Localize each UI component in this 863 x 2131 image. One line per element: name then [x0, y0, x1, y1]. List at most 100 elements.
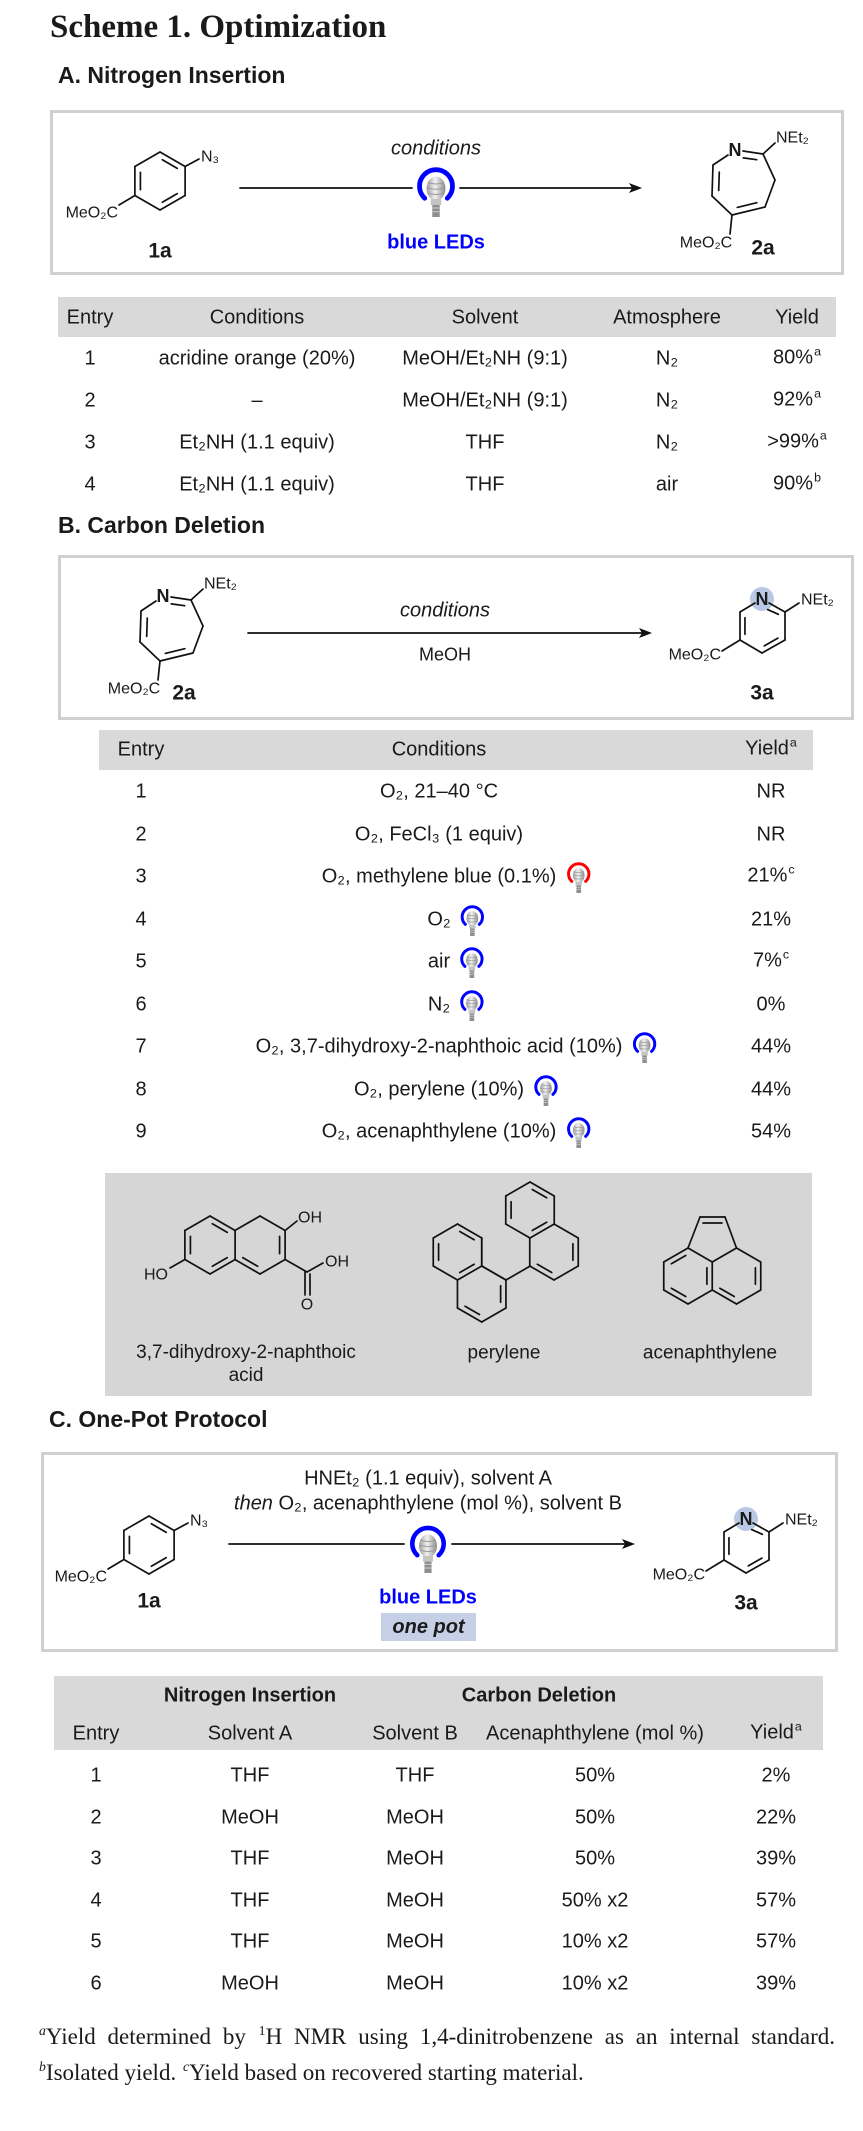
nmr-isotope-sup: 1 — [258, 2023, 266, 2039]
section-c-heading: C. One-Pot Protocol — [49, 1406, 268, 1432]
table-c-cell-acenaphthylene: 50% — [574, 1764, 616, 1787]
table-b-cell-conditions: O₂, perylene (10%) — [354, 1074, 558, 1106]
table-c-cell-yield: 39% — [755, 1972, 797, 1995]
table-c-cell-yield: 57% — [755, 1889, 797, 1912]
table-a-cell-entry: 1 — [84, 347, 96, 370]
then-prefix: then — [234, 1492, 273, 1515]
footnote-b-text: Isolated yield. — [45, 2060, 182, 2085]
table-c-cell-acenaphthylene: 10% x2 — [561, 1972, 629, 1995]
group-header-nitrogen-insertion: Nitrogen Insertion — [163, 1684, 337, 1707]
table-a-cell-solvent: THF — [465, 473, 505, 496]
table-b-cell-conditions: O₂ — [427, 904, 485, 936]
table-c-cell-solvent-b: THF — [395, 1764, 435, 1787]
column-header-solvent-b: Solvent B — [372, 1722, 458, 1745]
table-a-header — [58, 297, 836, 337]
table-a-cell-solvent: MeOH/Et₂NH (9:1) — [402, 389, 568, 412]
scheme-b-box — [58, 555, 854, 720]
table-a-cell-yield: 90%b — [773, 470, 821, 495]
table-b-cell-yield: 21%c — [747, 862, 795, 887]
table-c-cell-yield: 2% — [761, 1764, 791, 1787]
table-c-cell-entry: 3 — [90, 1847, 102, 1870]
scheme-title: Scheme 1. Optimization — [50, 9, 387, 45]
table-a-cell-conditions: – — [251, 389, 263, 412]
table-b-cell-yield: NR — [756, 780, 786, 803]
table-b-cell-yield: 44% — [750, 1078, 792, 1100]
table-c-cell-solvent-b: MeOH — [386, 1930, 444, 1953]
table-b-cell-conditions: O₂, 3,7-dihydroxy-2-naphthoic acid (10%) — [256, 1032, 657, 1063]
blue-led-bulb-icon — [459, 989, 485, 1026]
blue-led-bulb-icon — [631, 1032, 657, 1069]
table-b-cell-yield: NR — [756, 823, 786, 845]
table-c-cell-entry: 4 — [90, 1889, 102, 1912]
table-a-cell-atmosphere: air — [655, 473, 679, 496]
scheme-c-conditions-line1: HNEt₂ (1.1 equiv), solvent A — [304, 1467, 552, 1490]
footnote-a-text: Yield determined by — [45, 2024, 258, 2049]
table-b-header — [99, 730, 813, 770]
catalyst-name-line2: acid — [228, 1365, 264, 1386]
table-c-cell-solvent-b: MeOH — [386, 1806, 444, 1829]
table-b-cell-yield: 54% — [750, 1120, 792, 1143]
table-b-cell-entry: 9 — [135, 1120, 147, 1143]
table-c-cell-entry: 1 — [90, 1764, 102, 1787]
footnote-mark: a — [789, 735, 797, 750]
table-c-cell-solvent-a: THF — [230, 1847, 270, 1870]
table-a-cell-atmosphere: N₂ — [655, 389, 679, 412]
scheme-b-solvent: MeOH — [418, 644, 472, 665]
table-a-cell-entry: 2 — [84, 389, 96, 412]
table-c-cell-yield: 57% — [755, 1930, 797, 1953]
blue-led-bulb-icon — [533, 1074, 559, 1111]
scheme-c-light-label: blue LEDs — [379, 1586, 477, 1609]
table-b-cell-conditions: O₂, acenaphthylene (10%) — [322, 1117, 590, 1148]
table-b-cell-yield: 44% — [750, 1035, 792, 1058]
footnote-mark: b — [814, 470, 821, 485]
footnote-a-mark: a — [39, 2023, 46, 2039]
scheme-a-conditions: conditions — [390, 137, 482, 160]
column-header-entry: Entry — [66, 306, 114, 329]
table-c-cell-solvent-a: THF — [230, 1930, 270, 1953]
table-a-cell-atmosphere: N₂ — [655, 431, 679, 454]
table-a-cell-solvent: THF — [465, 431, 505, 454]
table-c-cell-solvent-b: MeOH — [386, 1847, 444, 1870]
scheme-a-light-label: blue LEDs — [387, 231, 485, 254]
footnote-mark: a — [814, 344, 821, 359]
table-c-cell-solvent-b: MeOH — [386, 1889, 444, 1912]
table-a-cell-entry: 4 — [84, 473, 96, 496]
table-b-cell-entry: 5 — [135, 950, 147, 973]
column-header-yield: Yielda — [745, 735, 797, 760]
table-c-cell-solvent-b: MeOH — [386, 1972, 444, 1995]
footnote-mark: c — [782, 947, 790, 962]
table-c-cell-solvent-a: MeOH — [221, 1806, 279, 1829]
table-b-cell-entry: 2 — [135, 823, 147, 845]
table-c-cell-acenaphthylene: 50% x2 — [561, 1889, 629, 1912]
table-c-cell-solvent-a: MeOH — [221, 1972, 279, 1995]
table-a-cell-yield: 80%a — [773, 344, 821, 369]
red-led-bulb-icon — [565, 862, 591, 899]
blue-led-bulb-icon — [565, 1117, 591, 1154]
scheme-c-conditions-line2: then O₂, acenaphthylene (mol %), solvent… — [234, 1493, 622, 1516]
table-b-cell-conditions: air — [428, 947, 484, 978]
table-c-cell-yield: 39% — [755, 1847, 797, 1870]
table-c-cell-entry: 5 — [90, 1930, 102, 1953]
table-c-cell-acenaphthylene: 10% x2 — [561, 1930, 629, 1953]
table-c-cell-solvent-a: THF — [230, 1764, 270, 1787]
table-c-cell-entry: 2 — [90, 1806, 102, 1829]
footnote-mark: c — [788, 862, 795, 877]
column-header-entry: Entry — [117, 738, 165, 761]
table-a-cell-conditions: Et₂NH (1.1 equiv) — [179, 431, 335, 454]
table-c-cell-yield: 22% — [755, 1806, 797, 1829]
table-a-cell-solvent: MeOH/Et₂NH (9:1) — [402, 347, 568, 370]
section-b-heading: B. Carbon Deletion — [58, 512, 266, 538]
table-b-cell-conditions: O₂, methylene blue (0.1%) — [322, 862, 590, 893]
table-b-cell-yield: 7%c — [752, 947, 790, 972]
column-header-atmosphere: Atmosphere — [613, 306, 721, 329]
column-header-acenaphthylene: Acenaphthylene (mol %) — [486, 1722, 704, 1745]
column-header-conditions: Conditions — [391, 738, 487, 761]
column-header-yield: Yield — [775, 306, 819, 329]
table-a-cell-yield: 92%a — [773, 386, 821, 411]
footnote-c-text: Yield based on recovered starting materi… — [189, 2060, 584, 2085]
column-header-entry: Entry — [72, 1722, 120, 1745]
section-a-heading: A. Nitrogen Insertion — [58, 62, 286, 88]
footnote-mark: a — [794, 1719, 802, 1734]
column-header-solvent: Solvent — [451, 306, 519, 329]
conditions-line2-text: O₂, acenaphthylene (mol %), solvent B — [272, 1492, 622, 1515]
